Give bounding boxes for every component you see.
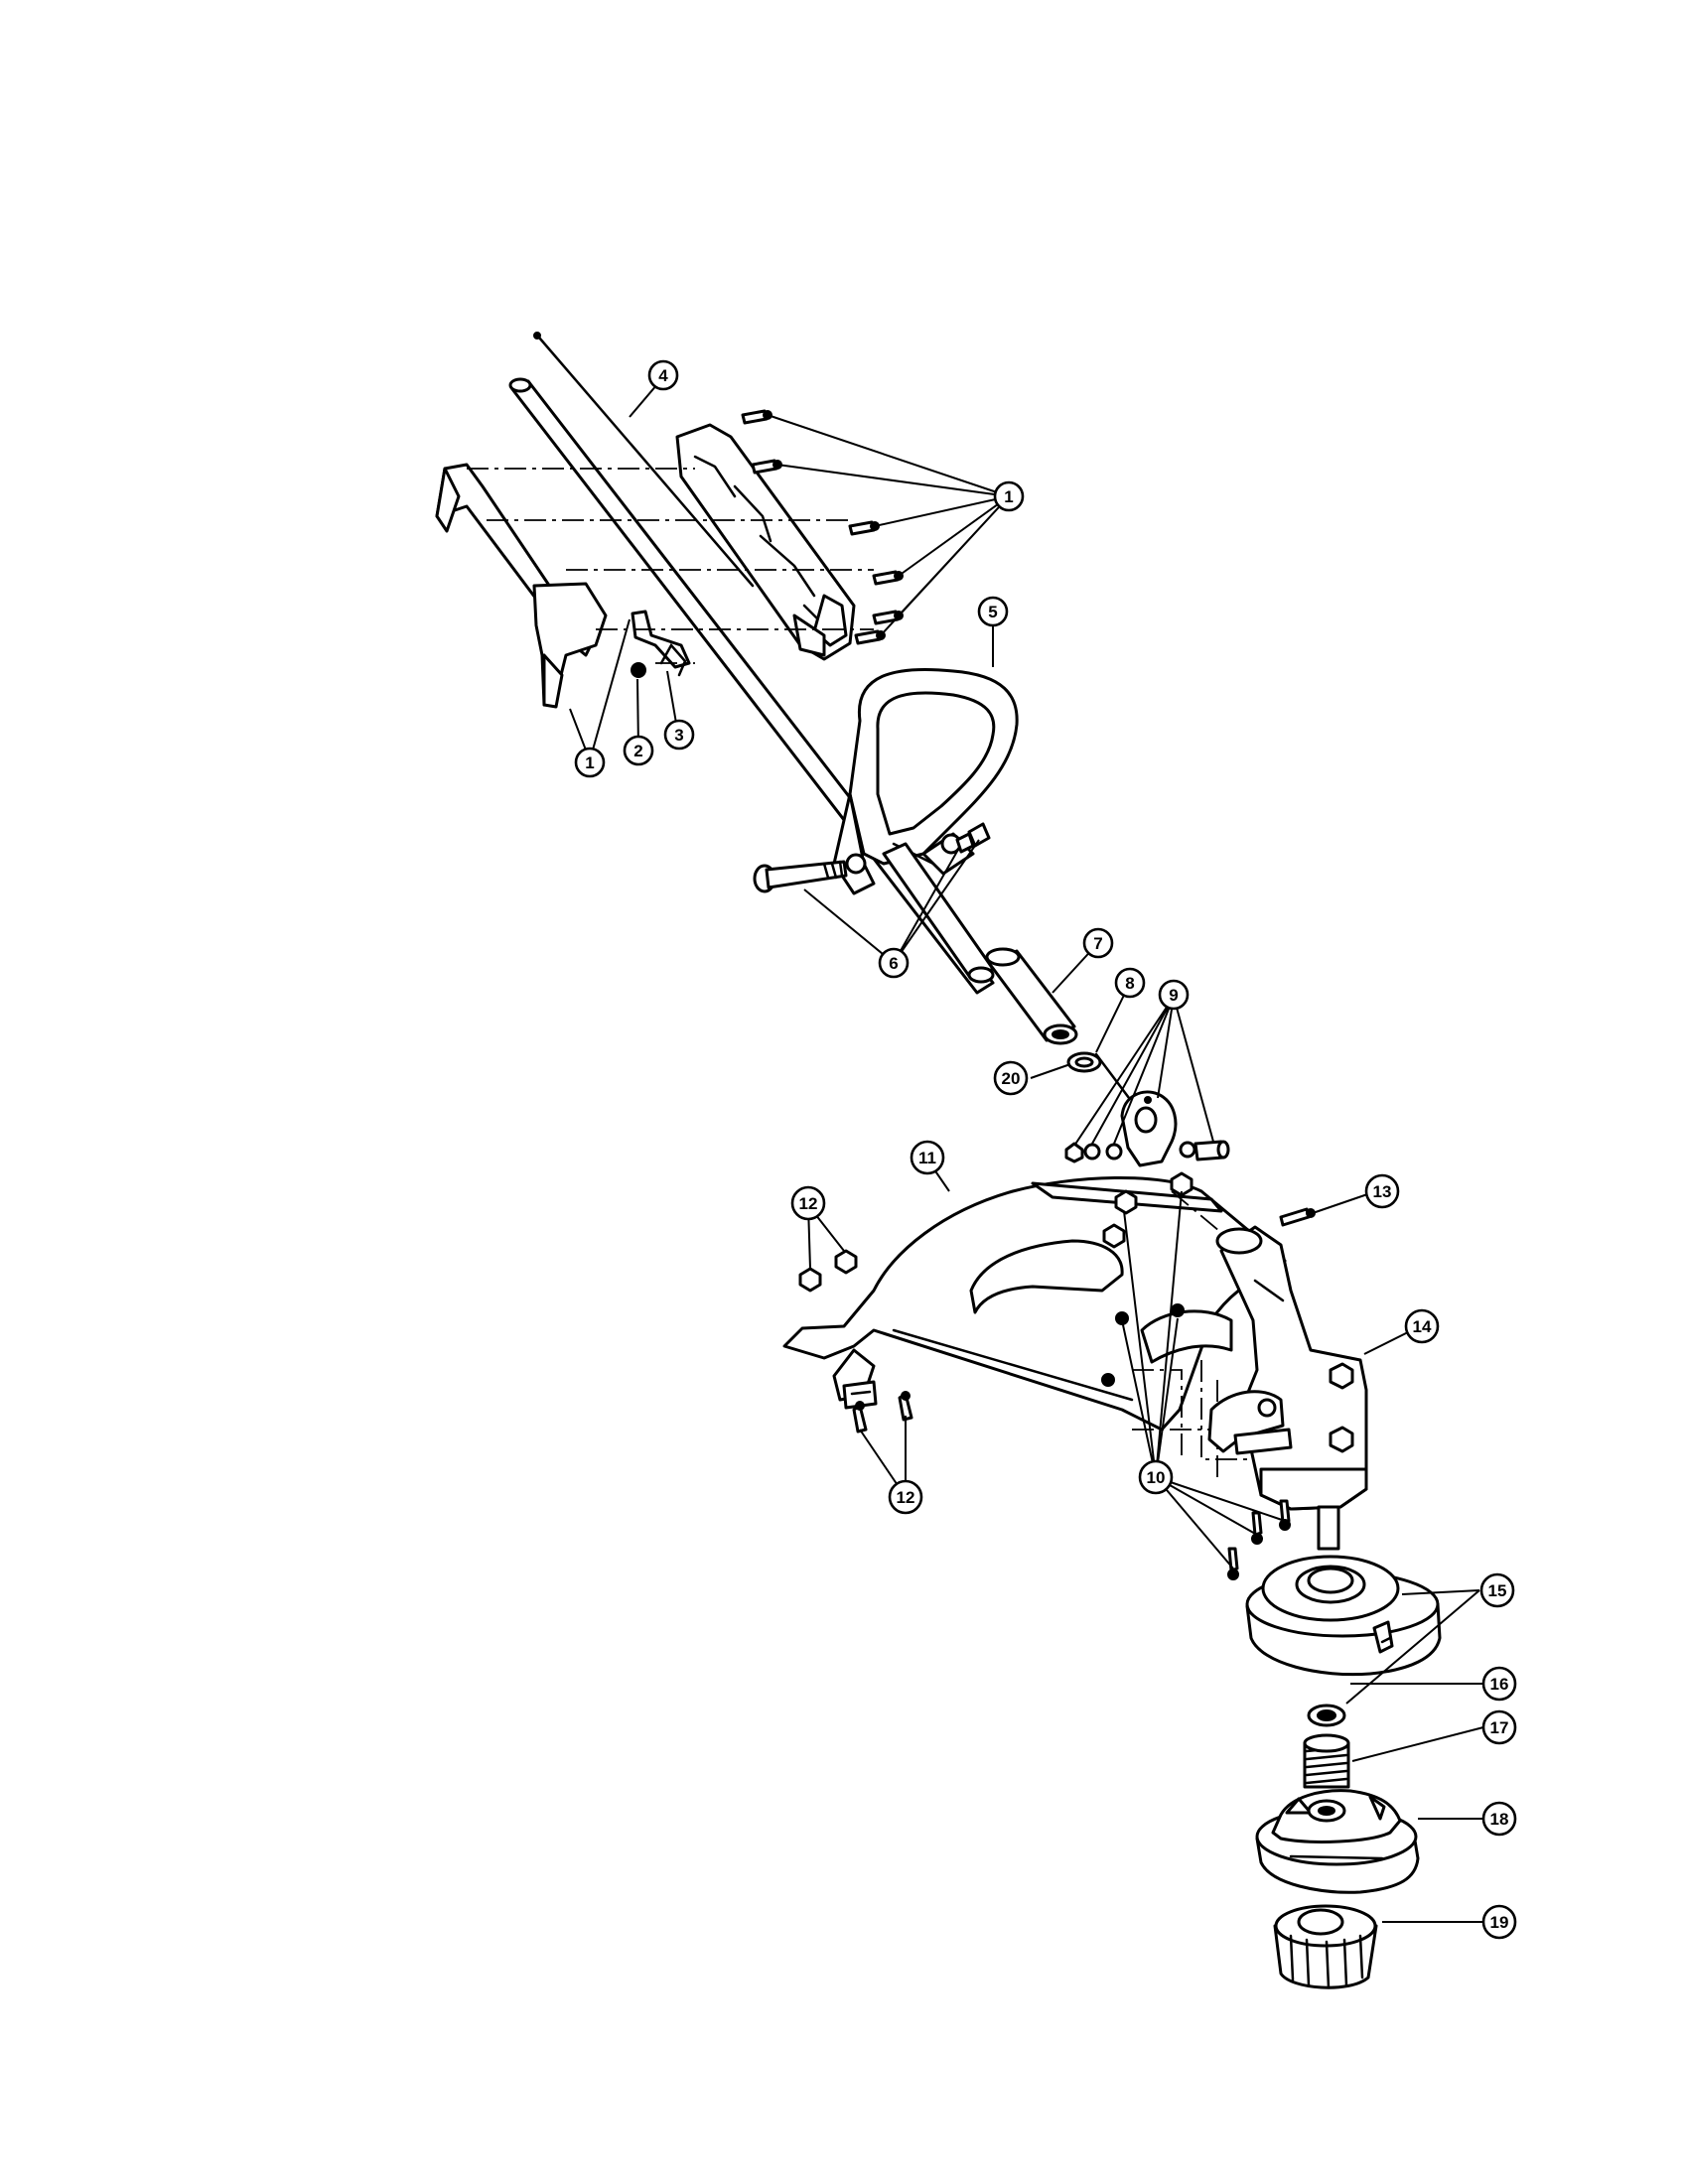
callout-4: 4 [647,359,679,391]
svg-text:20: 20 [1002,1069,1021,1088]
svg-text:8: 8 [1125,974,1134,993]
svg-text:18: 18 [1490,1810,1509,1829]
callout-1b: 1 [574,747,606,778]
gear-head [1207,1207,1368,1551]
shield-fasteners [798,1171,1193,1433]
clamp-bolt-and-nuts [753,822,991,893]
callout-12a: 12 [790,1185,826,1221]
callout-17: 17 [1481,1709,1517,1745]
svg-text:11: 11 [918,1149,936,1167]
callout-9: 9 [1158,979,1190,1011]
upper-shaft-assembly [435,332,995,995]
line-spool [1255,1789,1420,1894]
svg-text:17: 17 [1490,1718,1509,1737]
svg-text:12: 12 [897,1488,915,1507]
svg-text:4: 4 [658,366,668,385]
callout-14: 14 [1404,1308,1440,1344]
gear-head-bolts [1227,1499,1291,1580]
svg-text:1: 1 [1004,487,1013,506]
svg-text:19: 19 [1490,1913,1509,1932]
leader-lines [569,376,1484,1923]
guard-clamp [1064,1090,1230,1167]
svg-text:1: 1 [585,753,594,772]
svg-text:6: 6 [889,954,898,973]
callout-10: 10 [1138,1459,1174,1495]
svg-text:9: 9 [1169,986,1178,1005]
spring [1303,1733,1350,1789]
callout-1a: 1 [993,480,1025,512]
spring-washer [1307,1704,1346,1727]
svg-text:13: 13 [1373,1182,1392,1201]
callout-3: 3 [663,719,695,751]
svg-text:5: 5 [988,603,997,621]
callout-13: 13 [1364,1173,1400,1209]
callout-2: 2 [623,735,654,766]
callout-20: 20 [993,1060,1029,1096]
callout-18: 18 [1481,1801,1517,1837]
svg-text:15: 15 [1488,1581,1507,1600]
callout-8: 8 [1114,967,1146,999]
callout-19: 19 [1481,1904,1517,1940]
shaft-sleeve [985,947,1078,1045]
svg-text:10: 10 [1147,1468,1166,1487]
callout-5: 5 [977,596,1009,627]
svg-text:7: 7 [1093,934,1102,953]
spool-housing [1245,1555,1442,1677]
callout-6: 6 [878,947,910,979]
svg-text:3: 3 [674,726,683,745]
callout-16: 16 [1481,1666,1517,1702]
d-handle [832,667,1019,895]
callout-7: 7 [1082,927,1114,959]
assembly-phantom-lines-upper [467,468,874,664]
svg-text:2: 2 [633,742,642,760]
housing-screws [741,409,904,645]
callout-15: 15 [1479,1572,1515,1608]
svg-text:16: 16 [1490,1675,1509,1694]
callout-12b: 12 [888,1479,923,1515]
svg-text:14: 14 [1413,1317,1432,1336]
bump-knob [1273,1904,1378,1989]
callout-11: 11 [910,1140,945,1175]
svg-text:12: 12 [799,1194,818,1213]
washer-20 [1066,1051,1134,1104]
debris-shield [782,1175,1287,1432]
